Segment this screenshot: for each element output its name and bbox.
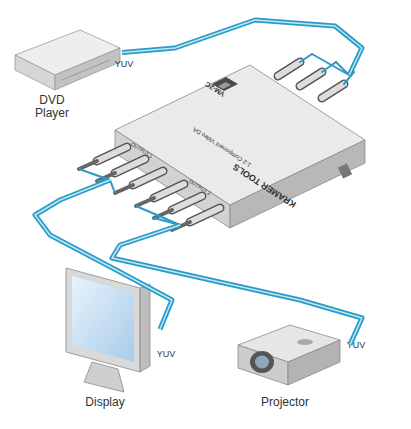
projector: Projector — [225, 305, 350, 415]
device-name: Display — [70, 396, 140, 409]
signal-name: YUV — [115, 59, 134, 69]
cable-connector — [122, 20, 362, 75]
brand-name: KRAMER TOOLS — [225, 156, 306, 213]
display-drawing — [66, 268, 150, 392]
rca-plugs — [79, 147, 220, 230]
signal-name: YUV — [347, 340, 366, 350]
wire-stubs — [79, 169, 180, 230]
distribution-amplifier-drawing — [115, 65, 365, 228]
rear-rca-plugs — [278, 54, 354, 98]
display: Display — [55, 250, 160, 415]
cable-connector — [35, 180, 172, 329]
device-name: Projector — [245, 396, 325, 409]
model-name: VM-2C — [196, 75, 234, 103]
projector-drawing — [238, 325, 340, 385]
device-name: DVD Player — [27, 94, 77, 120]
product-description: 1:2 Component Video DA — [174, 114, 270, 179]
cable-connector — [112, 225, 362, 345]
dvd-player-drawing — [15, 30, 120, 90]
dvd-player: DVD Player — [12, 30, 122, 120]
signal-name: YUV — [157, 349, 176, 359]
